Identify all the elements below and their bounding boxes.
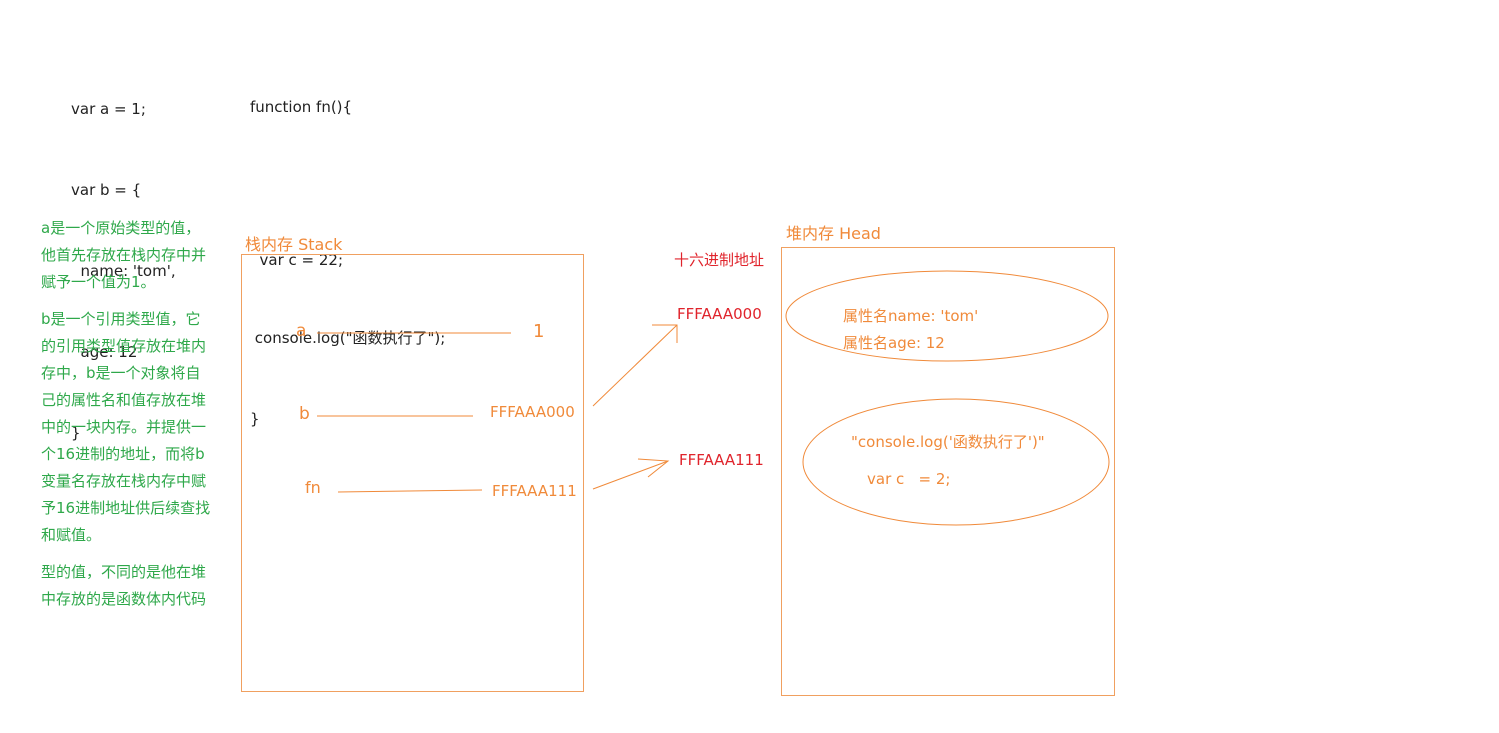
heap-function-var: var c = 2; [867,470,951,488]
code-line: var b = { [71,181,142,199]
fn-address-arrow [592,460,669,490]
explanation-notes: a是一个原始类型的值，他首先存放在栈内存中并赋予一个值为1。 b是一个引用类型值… [41,215,211,613]
hex-address-2: FFFAAA111 [679,451,764,469]
stack-fn-value: FFFAAA111 [492,482,577,500]
fn-connector-line [337,489,483,493]
code-line: age: 12 [71,343,138,361]
code-line: name: 'tom', [71,262,176,280]
code-line: var a = 1; [71,100,146,118]
code-function: function fn(){ var c = 22; console.log("… [250,40,445,460]
stack-b-name: b [299,404,310,424]
stack-a-value: 1 [533,321,545,342]
note-b: b是一个引用类型值，它的引用类型值存放在堆内存中，b是一个对象将自己的属性名和值… [41,310,211,544]
note-fn: 型的值，不同的是他在堆中存放的是函数体内代码 [41,563,207,608]
b-arrow-head [652,324,678,343]
heap-object-name: 属性名name: 'tom' [843,307,979,325]
stack-b-value: FFFAAA000 [490,403,575,421]
heap-box [781,247,1115,696]
stack-box [241,254,584,692]
stack-a-name: a [296,321,307,341]
code-line: } [71,424,81,442]
heap-title: 堆内存 Head [786,224,881,243]
function-ellipse [802,398,1110,526]
hex-title: 十六进制地址 [674,251,765,269]
hex-address-1: FFFAAA000 [677,305,762,323]
object-ellipse [785,270,1109,362]
b-address-arrow [592,324,678,407]
code-line: var c = 22; [250,251,344,269]
fn-arrow-head [637,458,670,478]
code-line: function fn(){ [250,98,353,116]
heap-object-age: 属性名age: 12 [843,334,945,352]
heap-function-body: "console.log('函数执行了')" [851,433,1045,451]
note-a: a是一个原始类型的值，他首先存放在栈内存中并赋予一个值为1。 [41,219,207,291]
code-line: } [250,410,260,428]
code-variables: var a = 1; var b = { name: 'tom', age: 1… [71,42,176,474]
stack-title: 栈内存 Stack [245,235,343,254]
stack-fn-name: fn [305,478,321,497]
